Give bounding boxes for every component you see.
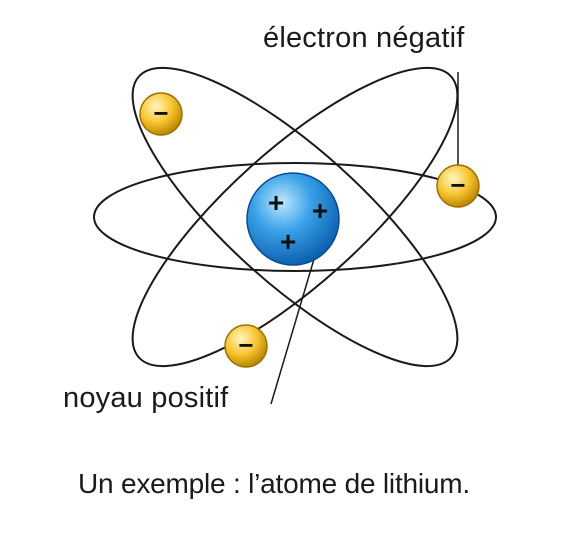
electron-symbol: −	[153, 98, 168, 128]
proton-symbol: +	[280, 226, 296, 257]
electron-symbol: −	[238, 330, 253, 360]
electron-symbol: −	[450, 170, 465, 200]
electron: −	[139, 92, 183, 136]
nucleus: + + +	[246, 172, 340, 266]
figure-caption: Un exemple : l’atome de lithium.	[78, 468, 470, 499]
nucleus-leader-line	[270, 248, 318, 405]
nucleus-label: noyau positif	[63, 382, 229, 414]
orbit-horizontal	[93, 162, 497, 272]
electron: −	[436, 164, 480, 208]
electron: −	[224, 324, 268, 368]
orbit-tilted-left	[131, 66, 459, 368]
proton-symbol: +	[312, 195, 328, 226]
electron-label: électron négatif	[263, 22, 465, 54]
orbit-tilted-right	[131, 66, 459, 368]
proton-symbol: +	[268, 187, 284, 218]
